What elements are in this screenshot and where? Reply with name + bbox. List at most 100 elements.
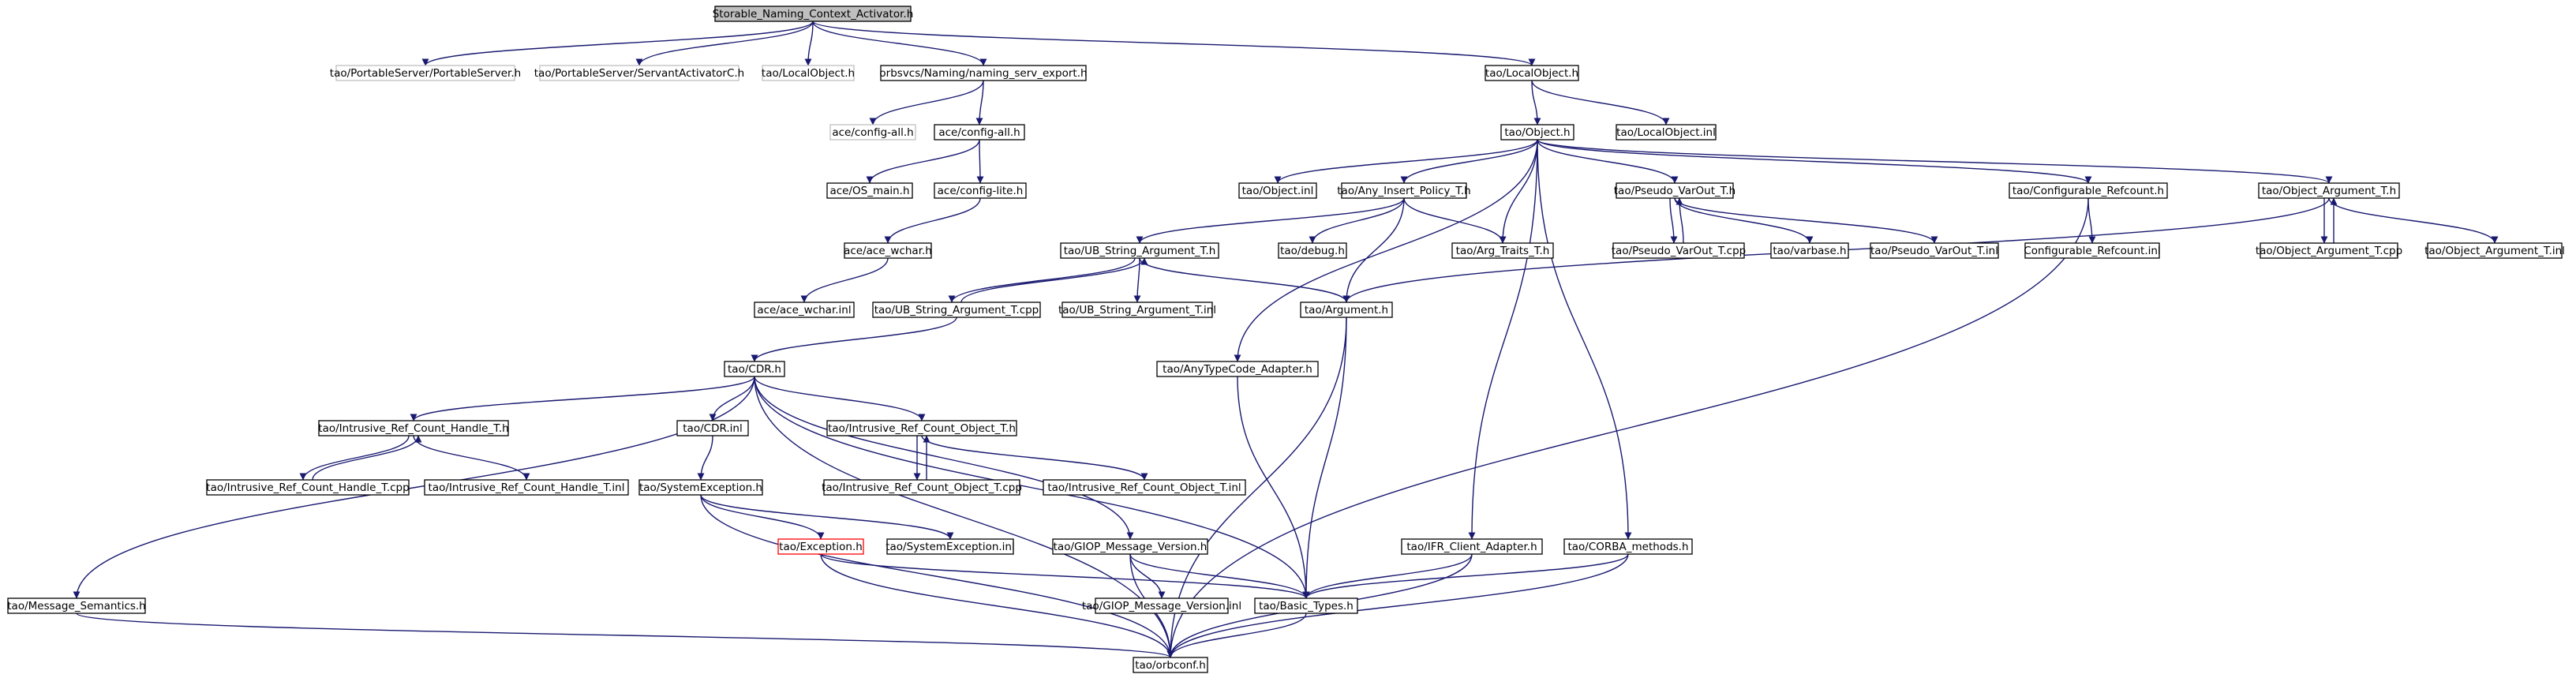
node-tao-intrusive-ref-count-object-t-cpp[interactable]: tao/Intrusive_Ref_Count_Object_T.cpp — [822, 479, 1022, 496]
node-tao-intrusive-ref-count-object-t-inl[interactable]: tao/Intrusive_Ref_Count_Object_T.inl — [1043, 479, 1246, 496]
edge-line — [812, 21, 987, 66]
edge-line — [1234, 139, 1538, 362]
edge-cdr-to-irco — [754, 376, 926, 421]
node-tao-object-h[interactable]: tao/Object.h — [1500, 124, 1574, 140]
node-label: tao/Basic_Types.h — [1259, 600, 1354, 612]
edge-line — [1237, 376, 1310, 599]
node-label: tao/CDR.inl — [683, 422, 742, 435]
edge-aip-to-argh — [1342, 197, 1405, 303]
node-box — [724, 361, 785, 377]
edge-line — [921, 435, 1148, 481]
node-label: tao/LocalObject.inl — [1616, 126, 1716, 139]
node-box — [2009, 182, 2168, 199]
node-tao-localobject-h[interactable]: tao/LocalObject.h — [1485, 65, 1579, 81]
node-tao-intrusive-ref-count-object-t-h[interactable]: tao/Intrusive_Ref_Count_Object_T.h — [826, 420, 1017, 436]
edge-line — [1674, 197, 1938, 244]
node-ace-ace-wchar-inl[interactable]: ace/ace_wchar.inl — [754, 302, 855, 318]
node-tao-localobject-inl[interactable]: tao/LocalObject.inl — [1616, 124, 1717, 140]
node-label: tao/Any_Insert_Policy_T.h — [1337, 185, 1470, 197]
node-orbsvcs-naming-naming-serv-export-h[interactable]: orbsvcs/Naming/naming_serv_export.h — [879, 65, 1088, 81]
node-box — [2024, 242, 2160, 259]
node-label: Storable_Naming_Context_Activator.h — [713, 8, 914, 21]
node-box — [823, 479, 1020, 496]
node-tao-systemexception-inl[interactable]: tao/SystemException.inl — [886, 538, 1015, 555]
edge-obj-to-art — [1499, 139, 1538, 244]
node-tao-any-insert-policy-t-h[interactable]: tao/Any_Insert_Policy_T.h — [1337, 182, 1471, 199]
node-ace-config-lite-h[interactable]: ace/config-lite.h — [934, 182, 1027, 199]
edge-line — [1499, 139, 1538, 244]
node-box — [1451, 242, 1554, 259]
node-configurable-refcount-inl[interactable]: Configurable_Refcount.inl — [2024, 242, 2161, 259]
node-tao-orbconf-h[interactable]: tao/orbconf.h — [1133, 657, 1208, 673]
node-ace-os-main-h[interactable]: ace/OS_main.h — [826, 182, 913, 199]
node-label: tao/Pseudo_VarOut_T.h — [1614, 185, 1735, 197]
node-label: tao/Intrusive_Ref_Count_Object_T.cpp — [822, 481, 1022, 494]
node-tao-pseudo-varout-t-h[interactable]: tao/Pseudo_VarOut_T.h — [1614, 182, 1735, 199]
node-label: ace/ace_wchar.inl — [757, 304, 851, 317]
node-tao-anytypecode-adapter-h[interactable]: tao/AnyTypeCode_Adapter.h — [1156, 361, 1319, 377]
node-box — [424, 479, 629, 496]
edge-ubcpp-to-ubh — [960, 257, 1148, 303]
edge-line — [751, 317, 957, 362]
node-box — [1485, 65, 1579, 81]
node-storable-naming-context-activator-h[interactable]: Storable_Naming_Context_Activator.h — [713, 6, 914, 22]
node-tao-ub-string-argument-t-inl[interactable]: tao/UB_String_Argument_T.inl — [1058, 302, 1216, 318]
edge-corba-to-bt — [1302, 553, 1629, 599]
edge-syse-to-syseinl — [700, 494, 954, 540]
node-tao-intrusive-ref-count-handle-t-inl[interactable]: tao/Intrusive_Ref_Count_Handle_T.inl — [424, 479, 629, 496]
edge-exc-to-orbconf — [820, 553, 1174, 658]
node-tao-debug-h[interactable]: tao/debug.h — [1278, 242, 1347, 259]
node-tao-configurable-refcount-h[interactable]: tao/Configurable_Refcount.h — [2009, 182, 2168, 199]
node-label: tao/Object_Argument_T.h — [2262, 185, 2396, 197]
node-tao-ifr-client-adapter-h[interactable]: tao/IFR_Client_Adapter.h — [1401, 538, 1543, 555]
node-tao-portableserver-servantactivatorc-h: tao/PortableServer/ServantActivatorC.h — [534, 65, 744, 81]
edge-line — [1166, 612, 1307, 658]
node-tao-giop-message-version-inl[interactable]: tao/GIOP_Message_Version.inl — [1082, 597, 1241, 614]
node-tao-varbase-h[interactable]: tao/varbase.h — [1770, 242, 1849, 259]
node-tao-corba-methods-h[interactable]: tao/CORBA_methods.h — [1563, 538, 1693, 555]
node-tao-cdr-h[interactable]: tao/CDR.h — [724, 361, 785, 377]
node-tao-giop-message-version-h[interactable]: tao/GIOP_Message_Version.h — [1052, 538, 1208, 555]
node-label: tao/CORBA_methods.h — [1567, 541, 1688, 553]
node-tao-arg-traits-t-h[interactable]: tao/Arg_Traits_T.h — [1451, 242, 1554, 259]
node-tao-object-argument-t-h[interactable]: tao/Object_Argument_T.h — [2258, 182, 2400, 199]
node-tao-pseudo-varout-t-cpp[interactable]: tao/Pseudo_VarOut_T.cpp — [1612, 242, 1746, 259]
node-tao-message-semantics-h[interactable]: tao/Message_Semantics.h — [7, 597, 146, 614]
node-label: orbsvcs/Naming/naming_serv_export.h — [879, 67, 1087, 80]
edge-cdr-to-orbconf — [754, 376, 1174, 658]
node-ace-config-all-h[interactable]: ace/config-all.h — [934, 124, 1025, 140]
node-tao-exception-h[interactable]: tao/Exception.h — [777, 538, 864, 555]
node-label: tao/GIOP_Message_Version.inl — [1082, 600, 1241, 612]
node-tao-object-inl[interactable]: tao/Object.inl — [1238, 182, 1317, 199]
node-box — [754, 302, 855, 318]
node-label: tao/Intrusive_Ref_Count_Object_T.inl — [1047, 481, 1241, 494]
edge-bt-to-orbconf — [1166, 612, 1307, 658]
node-tao-intrusive-ref-count-handle-t-h[interactable]: tao/Intrusive_Ref_Count_Handle_T.h — [318, 420, 509, 436]
node-tao-object-argument-t-inl[interactable]: tao/Object_Argument_T.inl — [2424, 242, 2565, 259]
edge-obj-to-atca — [1234, 139, 1538, 362]
node-label: tao/varbase.h — [1773, 245, 1846, 257]
node-tao-ub-string-argument-t-h[interactable]: tao/UB_String_Argument_T.h — [1060, 242, 1219, 259]
node-tao-basic-types-h[interactable]: tao/Basic_Types.h — [1254, 597, 1358, 614]
node-tao-object-argument-t-cpp[interactable]: tao/Object_Argument_T.cpp — [2256, 242, 2402, 259]
node-tao-intrusive-ref-count-handle-t-cpp[interactable]: tao/Intrusive_Ref_Count_Handle_T.cpp — [206, 479, 410, 496]
node-tao-cdr-inl[interactable]: tao/CDR.inl — [676, 420, 749, 436]
edge-pvo-to-pvoinl — [1674, 197, 1938, 244]
node-box — [1612, 242, 1745, 259]
node-tao-argument-h[interactable]: tao/Argument.h — [1300, 302, 1393, 318]
node-label: tao/Pseudo_VarOut_T.inl — [1870, 245, 1998, 257]
node-ace-ace-wchar-h[interactable]: ace/ace_wchar.h — [844, 242, 932, 259]
edge-line — [754, 376, 1310, 599]
edge-line — [1674, 197, 1814, 244]
node-tao-systemexception-h[interactable]: tao/SystemException.h — [638, 479, 763, 496]
node-tao-pseudo-varout-t-inl[interactable]: tao/Pseudo_VarOut_T.inl — [1870, 242, 1999, 259]
node-tao-ub-string-argument-t-cpp[interactable]: tao/UB_String_Argument_T.cpp — [872, 302, 1041, 318]
node-box — [1043, 479, 1246, 496]
edge-line — [948, 257, 1136, 303]
edge-aw-to-awinl — [800, 257, 889, 303]
edge-obj-to-cref — [1537, 139, 2092, 184]
node-label: tao/IFR_Client_Adapter.h — [1406, 541, 1537, 553]
edge-nse-to-ca2 — [975, 80, 984, 125]
node-box — [934, 124, 1025, 140]
edge-obj-to-aip — [1400, 139, 1538, 184]
